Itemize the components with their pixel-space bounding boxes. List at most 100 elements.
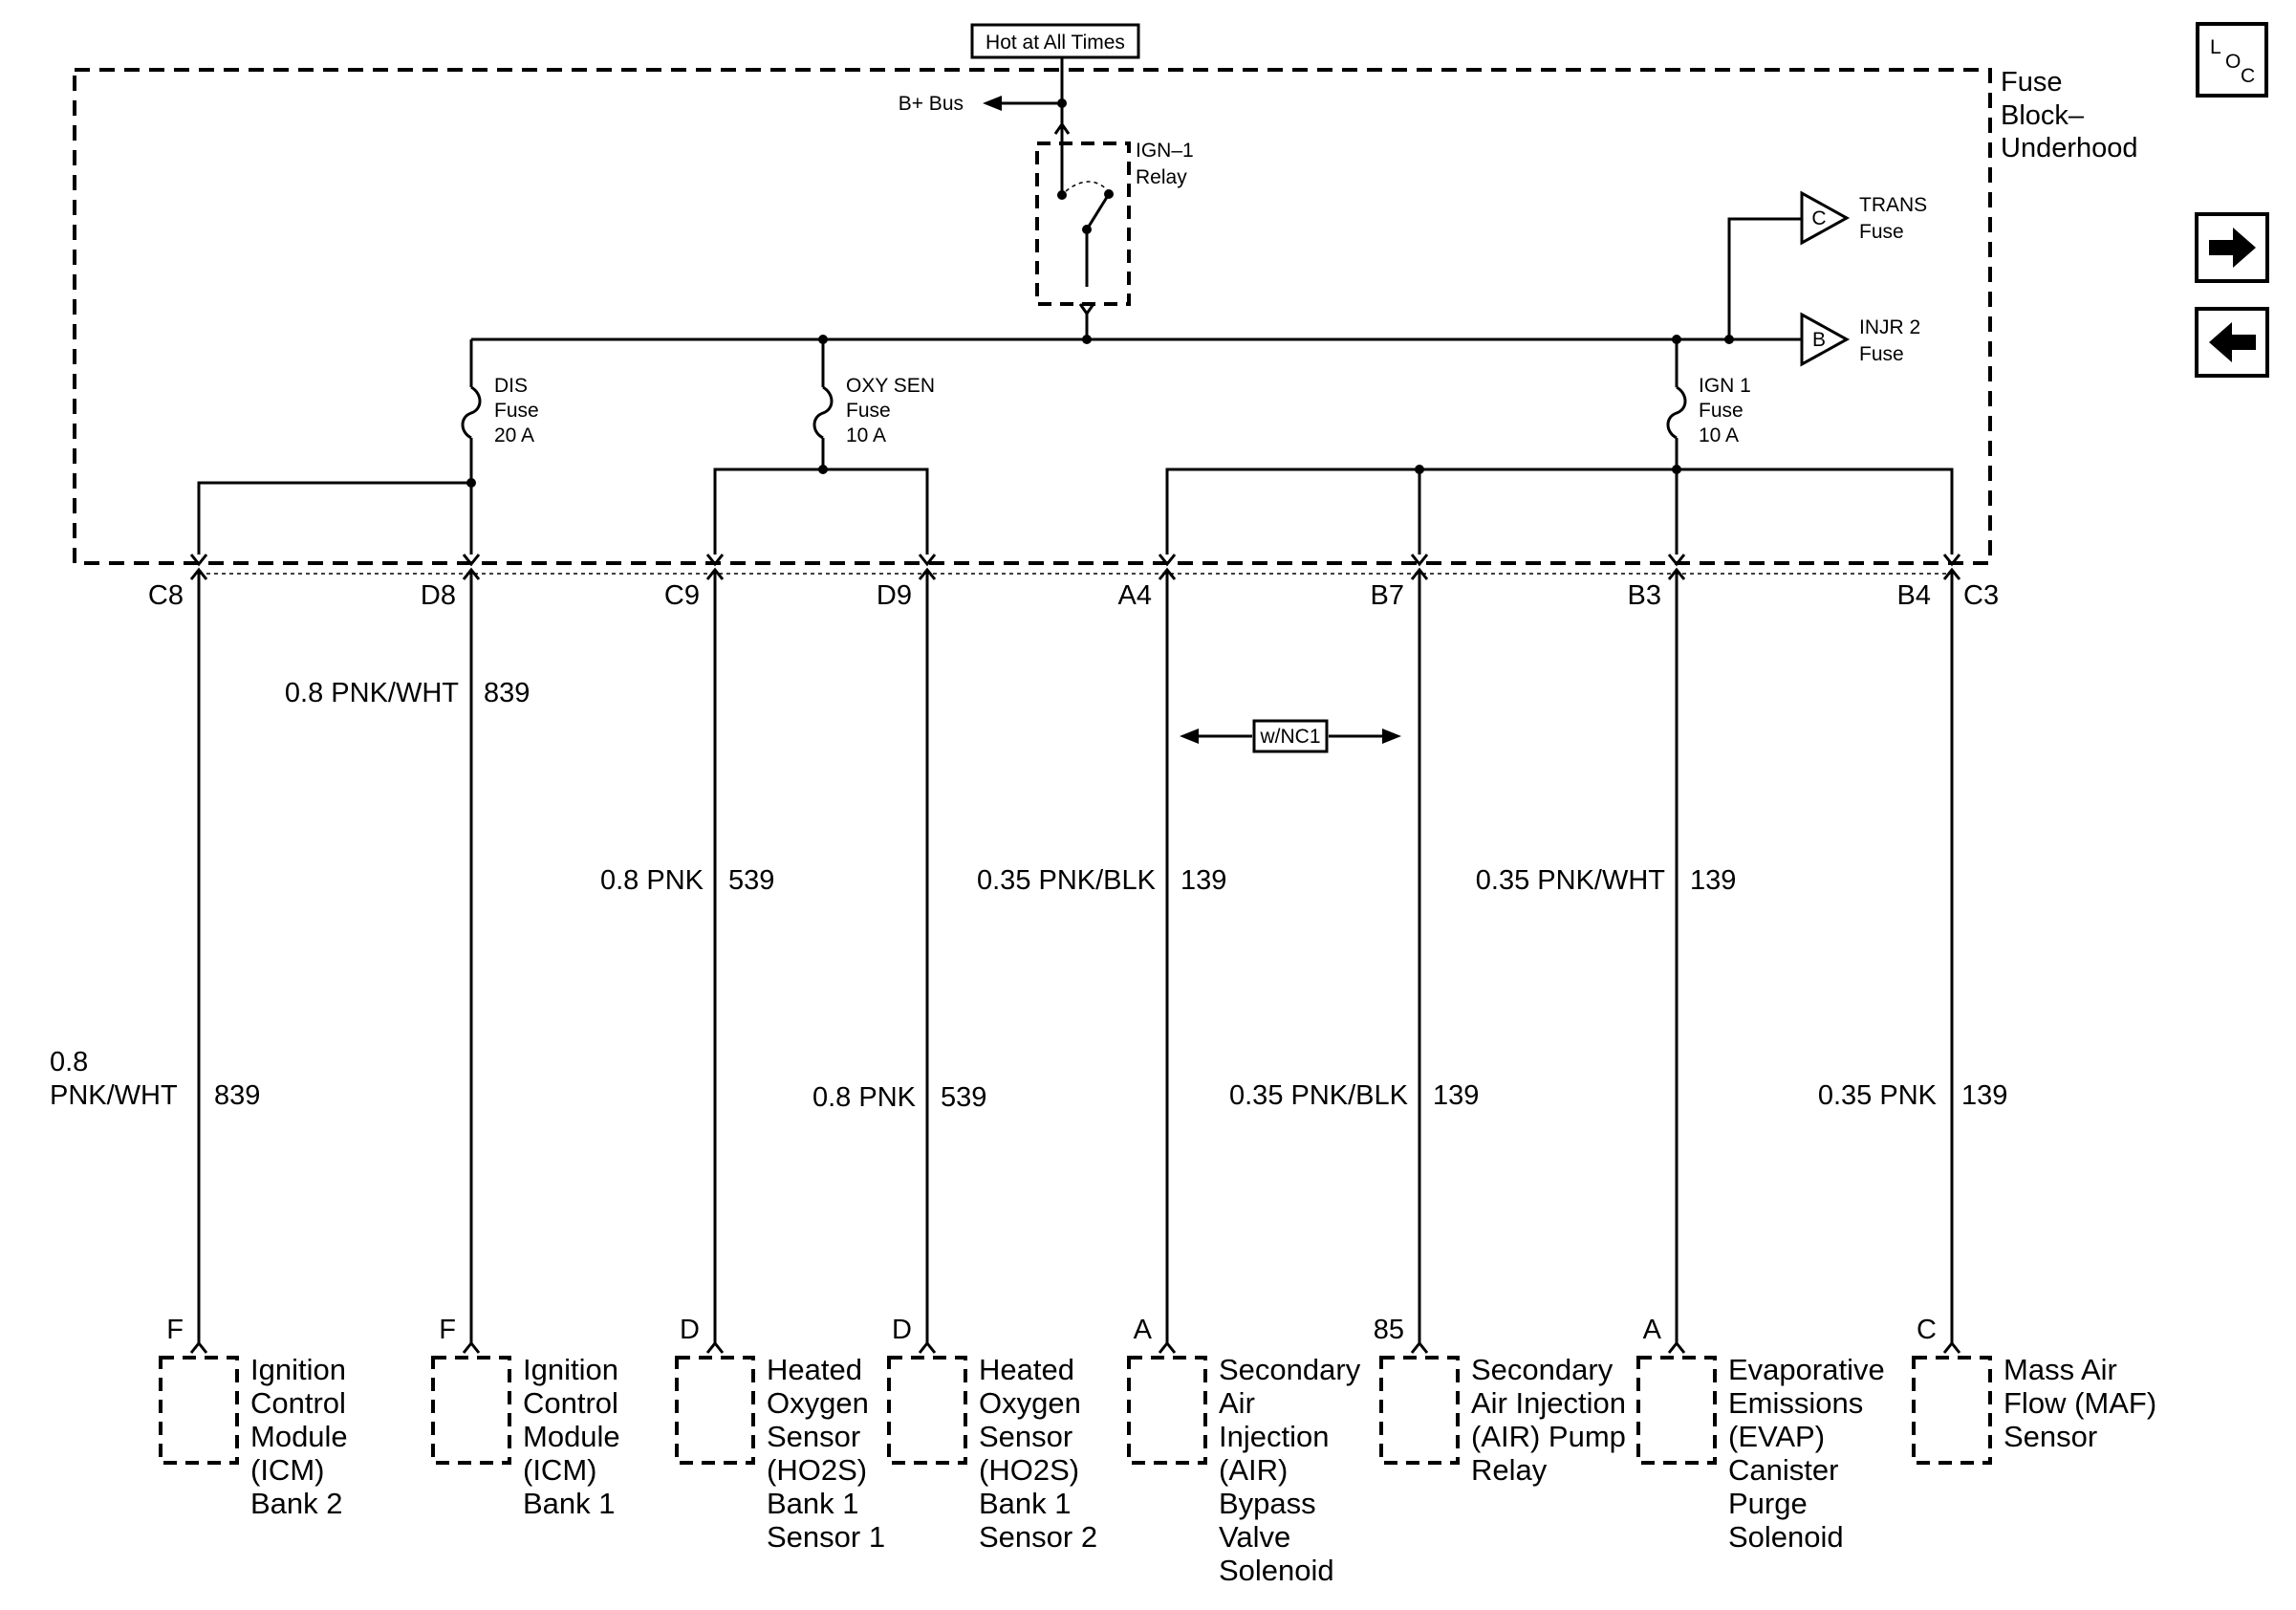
- wire-b7-color: 0.35 PNK/BLK: [1229, 1080, 1409, 1111]
- component-evap-canister-purge-solenoid-label-5: Purge: [1728, 1487, 1808, 1520]
- component-ho2s-bank1-sensor2-box: [887, 1356, 967, 1465]
- injr2-fuse-label-line1: INJR 2: [1859, 316, 1920, 338]
- pin-label-icm-bank2: F: [166, 1315, 184, 1345]
- wire-c8-circuit: 839: [214, 1080, 260, 1111]
- component-icm-bank2-label-5: Bank 2: [250, 1487, 343, 1520]
- terminal-b3: [1667, 554, 1686, 567]
- pin-terminal-b3: [1667, 1340, 1686, 1354]
- wire-c3-circuit: 139: [1961, 1080, 2007, 1111]
- option-left-arrow-icon: [1180, 729, 1199, 744]
- connector-b7: B7: [1371, 580, 1404, 611]
- wire-d9-color: 0.8 PNK: [812, 1082, 917, 1113]
- pin-terminal-a4: [1158, 1340, 1177, 1354]
- connector-c8: C8: [148, 580, 184, 611]
- option-box: [1252, 719, 1329, 753]
- component-evap-canister-purge-solenoid-label-1: Evaporative: [1728, 1353, 1885, 1386]
- wire-a4-color: 0.35 PNK/BLK: [977, 865, 1157, 896]
- fuse-block-label-line1: Fuse: [2001, 67, 2062, 98]
- component-ho2s-bank1-sensor1-label-1: Heated: [767, 1353, 862, 1386]
- fuse-block-boundary: [73, 68, 1992, 565]
- pin-label-ho2s-s2: D: [892, 1315, 912, 1345]
- component-icm-bank1-box: [431, 1356, 511, 1465]
- wire-a4-circuit: 139: [1180, 865, 1226, 896]
- relay-label-line1: IGN–1: [1136, 140, 1194, 162]
- location-icon[interactable]: L O C: [2196, 22, 2268, 98]
- component-ho2s-bank1-sensor2-label-5: Bank 1: [979, 1487, 1072, 1520]
- pin-terminal-d9: [918, 1340, 937, 1354]
- wire-b3-color: 0.35 PNK/WHT: [1476, 865, 1665, 896]
- pin-terminal-d8: [462, 1340, 481, 1354]
- component-ho2s-bank1-sensor1-label-6: Sensor 1: [767, 1520, 885, 1554]
- pin-label-ho2s-s1: D: [680, 1315, 700, 1345]
- hot-at-all-times-box: [970, 23, 1140, 59]
- connector-b3: B3: [1628, 580, 1661, 611]
- trans-fuse-letter: C: [1811, 207, 1826, 229]
- component-icm-bank1-label-4: (ICM): [523, 1453, 596, 1487]
- injr2-fuse-letter: B: [1812, 329, 1826, 351]
- pin-terminal-c9: [705, 1340, 725, 1354]
- left-arrow-icon[interactable]: [2195, 307, 2269, 378]
- component-icm-bank1-label-2: Control: [523, 1386, 618, 1420]
- component-icm-bank1-label-3: Module: [523, 1420, 620, 1453]
- right-arrow-icon[interactable]: [2195, 212, 2269, 283]
- bplus-arrow-icon: [983, 96, 1002, 111]
- component-evap-canister-purge-solenoid-label-2: Emissions: [1728, 1386, 1863, 1420]
- pin-label-icm-bank1: F: [439, 1315, 456, 1345]
- component-air-pump-relay-box: [1379, 1356, 1460, 1465]
- wire-c3-color: 0.35 PNK: [1818, 1080, 1938, 1111]
- wire-d8-circuit: 839: [484, 678, 530, 708]
- wire-c9-circuit: 539: [728, 865, 774, 896]
- component-ho2s-bank1-sensor1-box: [675, 1356, 755, 1465]
- pin-label-maf: C: [1917, 1315, 1937, 1345]
- component-air-bypass-valve-solenoid-label-5: Bypass: [1219, 1487, 1316, 1520]
- component-maf-sensor-box: [1912, 1356, 1992, 1465]
- component-maf-sensor-label-1: Mass Air: [2004, 1353, 2117, 1386]
- loc-letter-l: L: [2210, 36, 2221, 58]
- option-label: w/NC1: [1259, 726, 1320, 748]
- pin-label-air-pump-relay: 85: [1374, 1315, 1404, 1345]
- trans-fuse-connector: [1800, 190, 1851, 246]
- component-air-bypass-valve-solenoid-label-3: Injection: [1219, 1420, 1329, 1453]
- pin-terminal-c3: [1942, 1340, 1961, 1354]
- component-air-pump-relay-label-2: Air Injection: [1471, 1386, 1626, 1420]
- loc-letter-c: C: [2241, 65, 2255, 87]
- connector-d9: D9: [877, 580, 912, 611]
- wire-b3-circuit: 139: [1690, 865, 1736, 896]
- ign1-fuse-label-line2: Fuse: [1699, 400, 1744, 422]
- wire-d8-color: 0.8 PNK/WHT: [285, 678, 459, 708]
- wire-c8-color-line1: 0.8: [50, 1047, 88, 1077]
- component-ho2s-bank1-sensor1-label-2: Oxygen: [767, 1386, 869, 1420]
- component-evap-canister-purge-solenoid-label-6: Solenoid: [1728, 1520, 1844, 1554]
- pin-label-air-bypass: A: [1134, 1315, 1153, 1345]
- component-maf-sensor-label-2: Flow (MAF): [2004, 1386, 2156, 1420]
- dis-fuse-label-line1: DIS: [494, 375, 528, 397]
- component-air-bypass-valve-solenoid-label-7: Solenoid: [1219, 1554, 1334, 1587]
- component-ho2s-bank1-sensor1-label-4: (HO2S): [767, 1453, 867, 1487]
- terminal-c8: [189, 554, 208, 567]
- component-air-pump-relay-label-1: Secondary: [1471, 1353, 1614, 1386]
- bplus-bus-label: B+ Bus: [899, 93, 964, 115]
- component-air-bypass-valve-solenoid-label-1: Secondary: [1219, 1353, 1361, 1386]
- component-icm-bank1-label-1: Ignition: [523, 1353, 618, 1386]
- loc-letter-o: O: [2225, 51, 2241, 73]
- trans-fuse-label-line2: Fuse: [1859, 221, 1904, 243]
- fuse-block-label-line3: Underhood: [2001, 133, 2138, 163]
- oxy-sen-fuse-label-line2: Fuse: [846, 400, 891, 422]
- wire-b7-circuit: 139: [1433, 1080, 1479, 1111]
- component-air-bypass-valve-solenoid-box: [1127, 1356, 1207, 1465]
- terminal-d9: [918, 554, 937, 567]
- fuse-block-label-line2: Block–: [2001, 100, 2085, 131]
- component-ho2s-bank1-sensor2-label-1: Heated: [979, 1353, 1074, 1386]
- connector-c3: C3: [1963, 580, 1999, 611]
- ign1-fuse-label-line3: 10 A: [1699, 424, 1739, 446]
- relay-label-line2: Relay: [1136, 166, 1187, 188]
- component-air-pump-relay-label-4: Relay: [1471, 1453, 1548, 1487]
- terminal-b7: [1410, 554, 1429, 567]
- component-ho2s-bank1-sensor2-label-3: Sensor: [979, 1420, 1072, 1453]
- option-right-arrow-icon: [1382, 729, 1401, 744]
- connector-b4: B4: [1897, 580, 1931, 611]
- dis-fuse-label-line2: Fuse: [494, 400, 539, 422]
- component-ho2s-bank1-sensor1-label-5: Bank 1: [767, 1487, 859, 1520]
- component-icm-bank2-label-3: Module: [250, 1420, 348, 1453]
